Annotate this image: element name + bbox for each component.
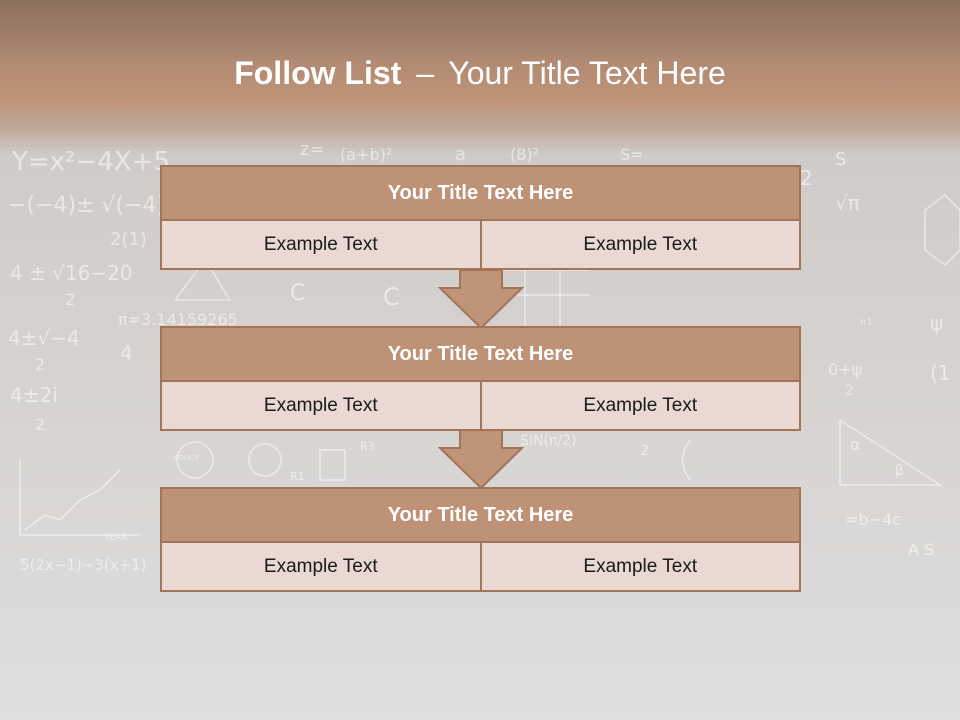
- slide-title-dash: –: [416, 55, 434, 91]
- slide-title-bold: Follow List: [234, 55, 402, 91]
- svg-text:π=3.14159265: π=3.14159265: [118, 310, 238, 329]
- svg-text:α: α: [850, 435, 861, 454]
- svg-text:−(−4)± √(−4)²: −(−4)± √(−4)²: [8, 193, 174, 218]
- svg-text:=b−4c: =b−4c: [845, 510, 901, 529]
- block-row: Example Text Example Text: [160, 221, 801, 270]
- svg-text:2: 2: [640, 443, 649, 459]
- svg-text:S: S: [835, 149, 846, 170]
- svg-text:0+ψ: 0+ψ: [828, 360, 862, 379]
- block-row: Example Text Example Text: [160, 543, 801, 592]
- slide-title: Follow List – Your Title Text Here: [0, 55, 960, 92]
- svg-text:a: a: [455, 144, 466, 165]
- svg-text:R3: R3: [360, 440, 375, 453]
- svg-text:(a+b)²: (a+b)²: [340, 145, 392, 164]
- svg-text:(8)²: (8)²: [510, 145, 539, 164]
- svg-text:YEAR: YEAR: [103, 533, 128, 543]
- svg-text:2: 2: [35, 415, 45, 434]
- list-block-2: Your Title Text Here Example Text Exampl…: [160, 326, 801, 431]
- svg-text:√π: √π: [835, 191, 860, 215]
- svg-text:5(2x−1)−3(x+1): 5(2x−1)−3(x+1): [20, 556, 147, 574]
- svg-text:SIN(π/2): SIN(π/2): [520, 433, 576, 449]
- list-block-1: Your Title Text Here Example Text Exampl…: [160, 165, 801, 270]
- block-cell-left: Example Text: [263, 394, 378, 416]
- block-cell-right: Example Text: [479, 221, 800, 268]
- svg-text:β: β: [895, 463, 904, 479]
- slide-title-rest: Your Title Text Here: [448, 55, 726, 91]
- svg-text:2(1): 2(1): [110, 229, 147, 250]
- chalkboard-background-image: Y=x²−4X+5 −(−4)± √(−4)² 2(1) 4 ± √16−20 …: [8, 139, 960, 574]
- svg-text:4 ± √16−20: 4 ± √16−20: [10, 261, 133, 285]
- svg-text:4±2i: 4±2i: [10, 383, 58, 407]
- block-row: Example Text Example Text: [160, 382, 801, 431]
- block-cell-right: Example Text: [479, 382, 800, 429]
- svg-text:C: C: [383, 283, 400, 311]
- svg-text:A S: A S: [908, 540, 934, 559]
- svg-text:Y=x²−4X+5: Y=x²−4X+5: [11, 147, 170, 177]
- svg-text:ψ: ψ: [930, 311, 943, 335]
- svg-text:POLICY: POLICY: [174, 454, 199, 462]
- block-cell-right: Example Text: [479, 543, 800, 590]
- svg-text:2: 2: [845, 383, 854, 399]
- down-arrow-icon: [438, 270, 524, 330]
- down-arrow-icon: [438, 430, 524, 490]
- block-cell-left: Example Text: [263, 233, 378, 255]
- block-heading: Your Title Text Here: [160, 165, 801, 221]
- svg-text:z=: z=: [300, 139, 325, 160]
- svg-text:C: C: [290, 281, 305, 306]
- block-heading: Your Title Text Here: [160, 487, 801, 543]
- block-heading: Your Title Text Here: [160, 326, 801, 382]
- list-block-3: Your Title Text Here Example Text Exampl…: [160, 487, 801, 592]
- block-cell-left: Example Text: [263, 555, 378, 577]
- svg-text:4±√−4: 4±√−4: [8, 326, 80, 350]
- svg-text:(1: (1: [930, 361, 951, 385]
- svg-text:R1: R1: [290, 470, 305, 483]
- svg-text:2: 2: [35, 355, 45, 374]
- svg-text:n1: n1: [860, 317, 873, 328]
- svg-text:4: 4: [120, 341, 133, 365]
- svg-text:2: 2: [800, 166, 813, 190]
- svg-text:S=: S=: [620, 145, 644, 164]
- svg-text:2: 2: [65, 290, 75, 309]
